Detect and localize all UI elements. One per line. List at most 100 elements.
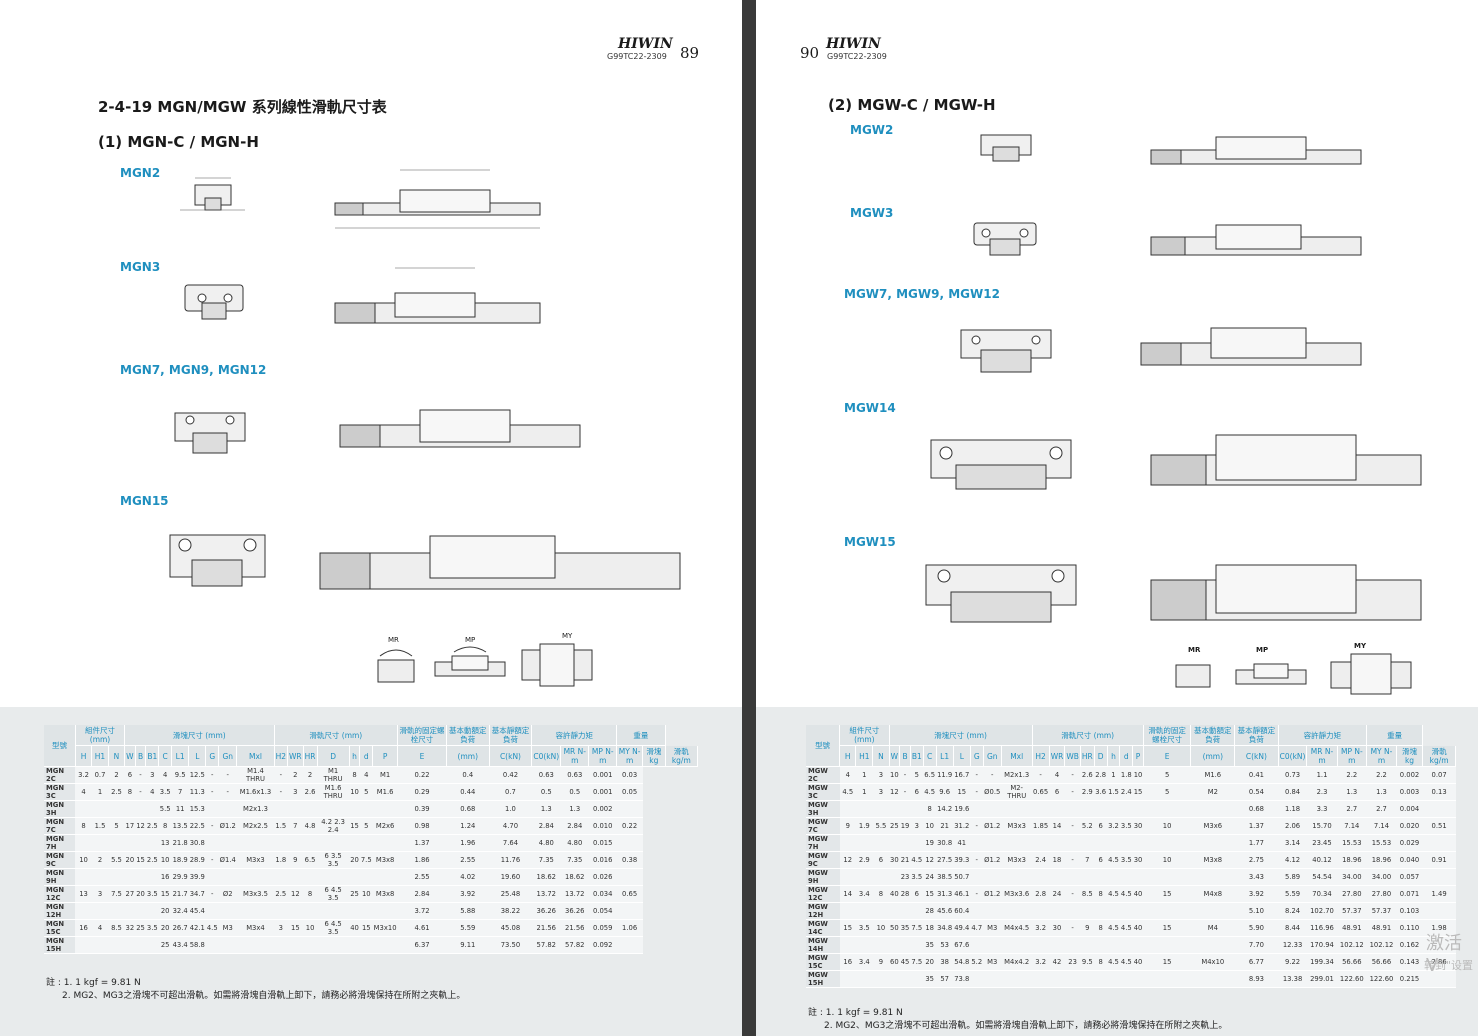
table-cell: 18 (923, 919, 937, 937)
section-title: 2-4-19 MGN/MGW 系列線性滑軌尺寸表 (98, 98, 387, 116)
table-cell: 57.82 (531, 936, 561, 954)
table-cell (1422, 868, 1456, 886)
table-cell: 46.1 (953, 885, 971, 903)
table-cell: M3x8 (372, 885, 398, 903)
table-cell: 170.94 (1306, 936, 1338, 954)
table-cell: Ø1.4 (218, 851, 237, 869)
table-cell: 0.059 (588, 919, 617, 937)
table-cell (1132, 902, 1144, 920)
model-cell: MGW 14C (806, 919, 840, 937)
table-cell: 12.33 (1278, 936, 1307, 954)
table-cell: 25 (889, 817, 900, 835)
table-cell: 3.3 (1306, 800, 1338, 818)
table-cell: 41 (953, 834, 971, 852)
table-cell (1094, 970, 1108, 988)
table-cell (839, 868, 856, 886)
column-header: 滑軌 kg/m (665, 745, 699, 767)
table-cell: 1.0 (489, 800, 532, 818)
table-cell (349, 800, 360, 818)
model-cell: MGN 15H (44, 936, 76, 954)
table-cell (983, 936, 1002, 954)
table-cell: 2.84 (531, 817, 561, 835)
table-cell (855, 902, 873, 920)
model-cell: MGW 9H (806, 868, 840, 886)
table-cell: 1.9 (855, 817, 873, 835)
column-header: D (317, 745, 350, 767)
table-cell: 0.42 (489, 766, 532, 784)
model-label-mgn15: MGN15 (120, 494, 169, 508)
table-cell: 31.3 (936, 885, 954, 903)
table-cell: 8 (1094, 919, 1108, 937)
table-cell (91, 868, 109, 886)
column-header: MP N-m (588, 745, 618, 767)
table-cell: 5.88 (446, 902, 490, 920)
table-cell (75, 868, 92, 886)
moment-label-mp: MP (1256, 646, 1269, 654)
table-cell: 27.5 (936, 851, 954, 869)
table-cell: 6 (910, 885, 924, 903)
table-cell: 6 4.5 3.5 (317, 919, 350, 937)
table-cell: 9.11 (446, 936, 490, 954)
column-header: E (1143, 745, 1192, 767)
table-cell (124, 936, 136, 954)
table-cell: 0.84 (1278, 783, 1307, 801)
table-cell: 1 (855, 766, 873, 784)
book-spine (742, 0, 756, 1036)
table-cell: 8 (872, 885, 890, 903)
table-cell: 122.60 (1366, 970, 1397, 988)
table-cell (145, 902, 159, 920)
table-cell: 3 (910, 817, 924, 835)
table-cell (1132, 834, 1144, 852)
table-cell (1094, 834, 1108, 852)
table-cell: 0.68 (446, 800, 490, 818)
table-cell: 27.80 (1366, 885, 1397, 903)
table-cell: 35 (923, 970, 937, 988)
table-cell: 4.5 (1107, 851, 1120, 869)
model-label-mgn2: MGN2 (120, 166, 161, 180)
table-cell: Ø1.2 (218, 817, 237, 835)
model-cell: MGW 9C (806, 851, 840, 869)
table-cell: 0.68 (1234, 800, 1279, 818)
table-cell: 2.55 (397, 868, 447, 886)
col-group-static: 基本靜額定負荷 (1234, 725, 1279, 746)
table-cell: 54.8 (953, 953, 971, 971)
table-cell: M1.6x1.3 (236, 783, 275, 801)
table-cell: 10 (1143, 851, 1191, 869)
table-cell: 23.45 (1306, 834, 1338, 852)
col-group-weight: 重量 (1366, 725, 1424, 746)
table-cell: 1 (1107, 766, 1120, 784)
table-cell: - (1064, 783, 1081, 801)
model-cell: MGN 12H (44, 902, 76, 920)
column-header: C(kN) (1234, 745, 1279, 767)
table-cell: 7.35 (560, 851, 589, 869)
table-cell (1094, 800, 1108, 818)
table-cell: 4 (1049, 766, 1065, 784)
table-cell: 18 (1049, 851, 1065, 869)
table-cell (872, 868, 890, 886)
table-cell: 0.7 (489, 783, 532, 801)
table-cell (1049, 868, 1065, 886)
table-cell: 2.86 (1422, 953, 1456, 971)
table-cell: 3.5 (1119, 817, 1133, 835)
table-cell (1032, 970, 1050, 988)
col-group-assembly: 組件尺寸 (mm) (839, 725, 890, 746)
table-cell (75, 936, 92, 954)
col-model: 型號 (44, 725, 76, 767)
table-cell: 0.002 (1396, 766, 1423, 784)
table-cell: 4.80 (531, 834, 561, 852)
table-cell: 56.66 (1366, 953, 1397, 971)
table-cell: 0.05 (616, 783, 643, 801)
table-cell: 12 (839, 851, 856, 869)
table-cell (1080, 936, 1095, 954)
table-cell (1064, 800, 1081, 818)
model-label-mgw7-9-12: MGW7, MGW9, MGW12 (844, 287, 1000, 301)
table-cell (1064, 868, 1081, 886)
table-cell (135, 902, 146, 920)
table-cell: 6 4.5 3.5 (317, 885, 350, 903)
table-cell (983, 834, 1002, 852)
table-cell: 15 (135, 851, 146, 869)
